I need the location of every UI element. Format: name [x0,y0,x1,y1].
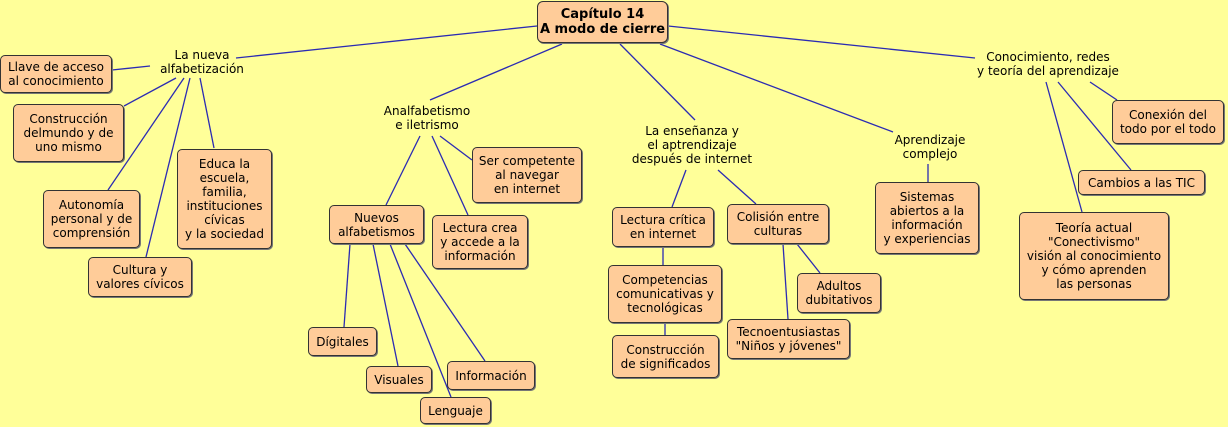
link-alf-educa [199,77,215,149]
root-node[interactable]: Capítulo 14 A modo de cierre [537,1,668,43]
node-educa[interactable]: Educa la escuela, familia, instituciones… [177,149,272,249]
link-root-conocimiento [667,25,976,59]
node-ser-competente[interactable]: Ser competente al navegar en internet [472,147,582,203]
link-con-conexion [1089,81,1118,101]
link-alf-autonomia [107,77,185,191]
node-tecnoentusiastas[interactable]: Tecnoentusiastas "Niños y jóvenes" [727,319,850,359]
node-construccion-mundo[interactable]: Construcción delmundo y de uno mismo [13,104,124,162]
branch-label-analfabetismo: Analfabetismo e iletrismo [383,104,471,132]
node-competencias[interactable]: Competencias comunicativas y tecnológica… [608,265,722,323]
node-lectura-critica[interactable]: Lectura crítica en internet [612,207,714,247]
branch-label-complejo: Aprendizaje complejo [894,133,966,161]
link-root-ensenanza [619,43,696,121]
node-llave-acceso[interactable]: Llave de acceso al conocimiento [0,55,112,93]
branch-label-alfabetizacion: La nueva alfabetización [160,48,244,76]
branch-label-ensenanza: La enseñanza y el aptrendizaje después d… [631,124,753,166]
node-adultos-dubitativos[interactable]: Adultos dubitativos [797,273,881,313]
node-digitales[interactable]: Dígitales [308,327,377,356]
node-informacion[interactable]: Información [447,361,535,390]
node-teoria-actual[interactable]: Teoría actual "Conectivismo" visión al c… [1019,212,1169,300]
link-root-analfabetismo [429,43,563,101]
link-con-teoria [1045,81,1083,213]
link-alf-construccion [123,77,177,107]
link-alf-cultura [145,77,191,258]
link-nuevos-lenguaje [389,243,452,398]
link-root-alfabetizacion [235,25,538,59]
node-lectura-crea[interactable]: Lectura crea y accede a la información [432,215,528,269]
link-ana-lectura [431,135,469,216]
link-ana-nuevos [385,135,421,206]
link-colision-adultos [796,243,821,274]
node-conexion-todo[interactable]: Conexión del todo por el todo [1112,100,1224,144]
node-nuevos-alfabetismos[interactable]: Nuevos alfabetismos [329,205,424,244]
node-cambios-tic[interactable]: Cambios a las TIC [1078,170,1205,195]
node-construccion-significados[interactable]: Construcción de significados [612,335,719,378]
node-autonomia[interactable]: Autonomía personal y de comprensión [43,190,140,248]
link-ens-colision [717,169,757,205]
link-nuevos-visuales [372,243,399,367]
link-con-cambios [1057,81,1132,171]
link-colision-tecno [782,243,789,320]
link-ana-competente [439,135,473,161]
link-alf-llave [111,65,151,71]
node-visuales[interactable]: Visuales [366,366,432,393]
link-nuevos-digitales [343,243,351,328]
link-ens-lectura [671,169,687,208]
link-root-complejo [659,43,894,133]
branch-label-conocimiento: Conocimiento, redes y teoría del aprendi… [977,50,1119,78]
node-lenguaje[interactable]: Lenguaje [420,397,491,424]
node-colision-culturas[interactable]: Colisión entre culturas [727,204,829,244]
node-sistemas-abiertos[interactable]: Sistemas abiertos a la información y exp… [875,182,979,254]
link-nuevos-informacion [404,243,486,362]
node-cultura-valores[interactable]: Cultura y valores cívicos [88,257,192,297]
